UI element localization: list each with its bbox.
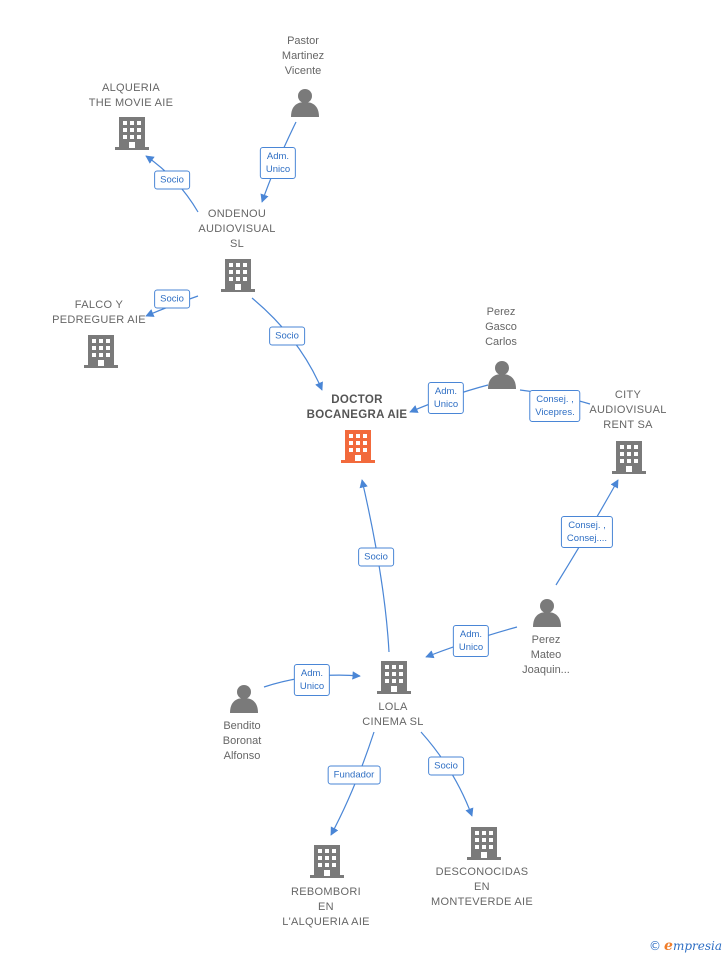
building-icon[interactable] [467, 827, 501, 860]
edge-label-ondenou-doctor[interactable]: Socio [269, 326, 305, 346]
edge-label-lola-doctor[interactable]: Socio [358, 547, 394, 567]
building-icon[interactable] [115, 117, 149, 150]
edge-label-ondenou-falco[interactable]: Socio [154, 289, 190, 309]
person-icon[interactable] [291, 89, 319, 117]
node-label-doctor-bocanegra[interactable]: DOCTOR BOCANEGRA AIE [306, 394, 408, 421]
edge-label-gasco-city[interactable]: Consej. , Vicepres. [529, 390, 581, 422]
edge-label-mateo-lola[interactable]: Adm. Unico [452, 625, 490, 657]
node-label-bendito-boronat[interactable]: Bendito Boronat Alfonso [222, 720, 262, 762]
building-icon[interactable] [310, 845, 344, 878]
node-label-city-audiovisual[interactable]: CITY AUDIOVISUAL RENT SA [589, 389, 667, 431]
node-label-alqueria-the-movie[interactable]: ALQUERIA THE MOVIE AIE [88, 82, 174, 109]
person-icon[interactable] [488, 361, 516, 389]
node-label-falco[interactable]: FALCO Y PEDREGUER AIE [52, 299, 146, 326]
node-label-pastor-martinez[interactable]: Pastor Martinez Vicente [281, 35, 325, 77]
edge-label-gasco-doctor[interactable]: Adm. Unico [427, 382, 465, 414]
node-label-desconocidas[interactable]: DESCONOCIDAS EN MONTEVERDE AIE [431, 866, 533, 908]
node-label-perez-mateo[interactable]: Perez Mateo Joaquin... [522, 634, 570, 676]
edge-label-bendito-lola[interactable]: Adm. Unico [293, 664, 331, 696]
building-icon[interactable] [612, 441, 646, 474]
node-label-rebombori[interactable]: REBOMBORI EN L'ALQUERIA AIE [282, 886, 370, 928]
edge-label-ondenou-alqueria[interactable]: Socio [154, 170, 190, 190]
edge-label-pastor-ondenou[interactable]: Adm. Unico [259, 147, 297, 179]
edge-label-lola-rebombori[interactable]: Fundador [327, 765, 381, 785]
building-icon[interactable] [221, 259, 255, 292]
node-label-ondenou[interactable]: ONDENOU AUDIOVISUAL SL [198, 208, 276, 250]
edge-lola-doctor [359, 479, 390, 653]
edge-label-mateo-city[interactable]: Consej. , Consej.... [560, 516, 614, 548]
copyright-icon: © [649, 939, 662, 953]
node-label-lola-cinema[interactable]: LOLA CINEMA SL [362, 701, 424, 728]
edge-lola-rebombori [330, 731, 375, 836]
building-icon[interactable] [341, 430, 375, 463]
edge-label-lola-desconocidas[interactable]: Socio [428, 756, 464, 776]
building-icon[interactable] [84, 335, 118, 368]
person-icon[interactable] [533, 599, 561, 627]
person-icon[interactable] [230, 685, 258, 713]
node-label-perez-gasco[interactable]: Perez Gasco Carlos [485, 306, 517, 348]
empresia-logo: ©empresia [649, 938, 722, 954]
building-icon[interactable] [377, 661, 411, 694]
